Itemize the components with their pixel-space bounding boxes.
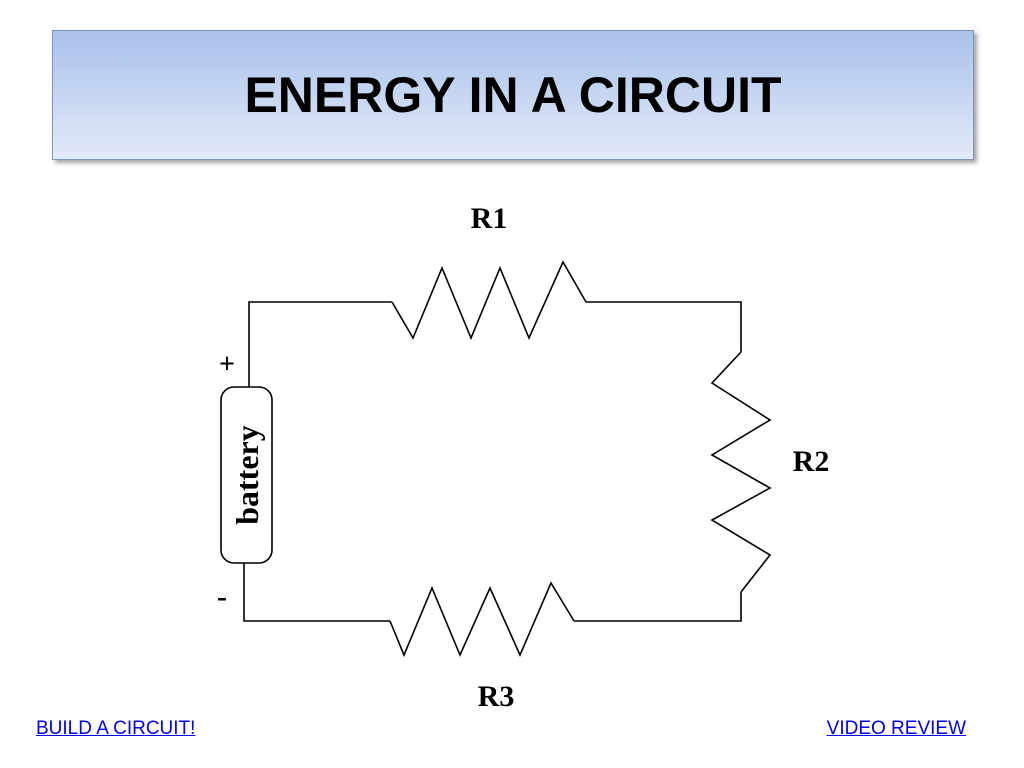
- wire-top-right: [586, 301, 742, 352]
- resistor-r1: [391, 260, 587, 341]
- label-r1: R1: [471, 202, 508, 235]
- label-plus: +: [219, 349, 235, 380]
- slide-title: ENERGY IN A CIRCUIT: [244, 67, 782, 123]
- battery-body: [220, 386, 273, 564]
- label-battery: battery: [229, 425, 265, 525]
- wire-bottom-right: [574, 592, 742, 622]
- wire-top-left: [248, 301, 392, 387]
- label-r2: R2: [793, 445, 830, 478]
- label-r3: R3: [478, 680, 515, 713]
- resistor-r3: [389, 581, 575, 658]
- video-review-link[interactable]: VIDEO REVIEW: [826, 718, 966, 739]
- resistor-r2: [710, 351, 772, 593]
- build-circuit-link[interactable]: BUILD A CIRCUIT!: [36, 718, 196, 739]
- title-box: ENERGY IN A CIRCUIT: [52, 30, 974, 160]
- wire-bottom-left: [243, 563, 390, 622]
- label-minus: -: [217, 580, 227, 613]
